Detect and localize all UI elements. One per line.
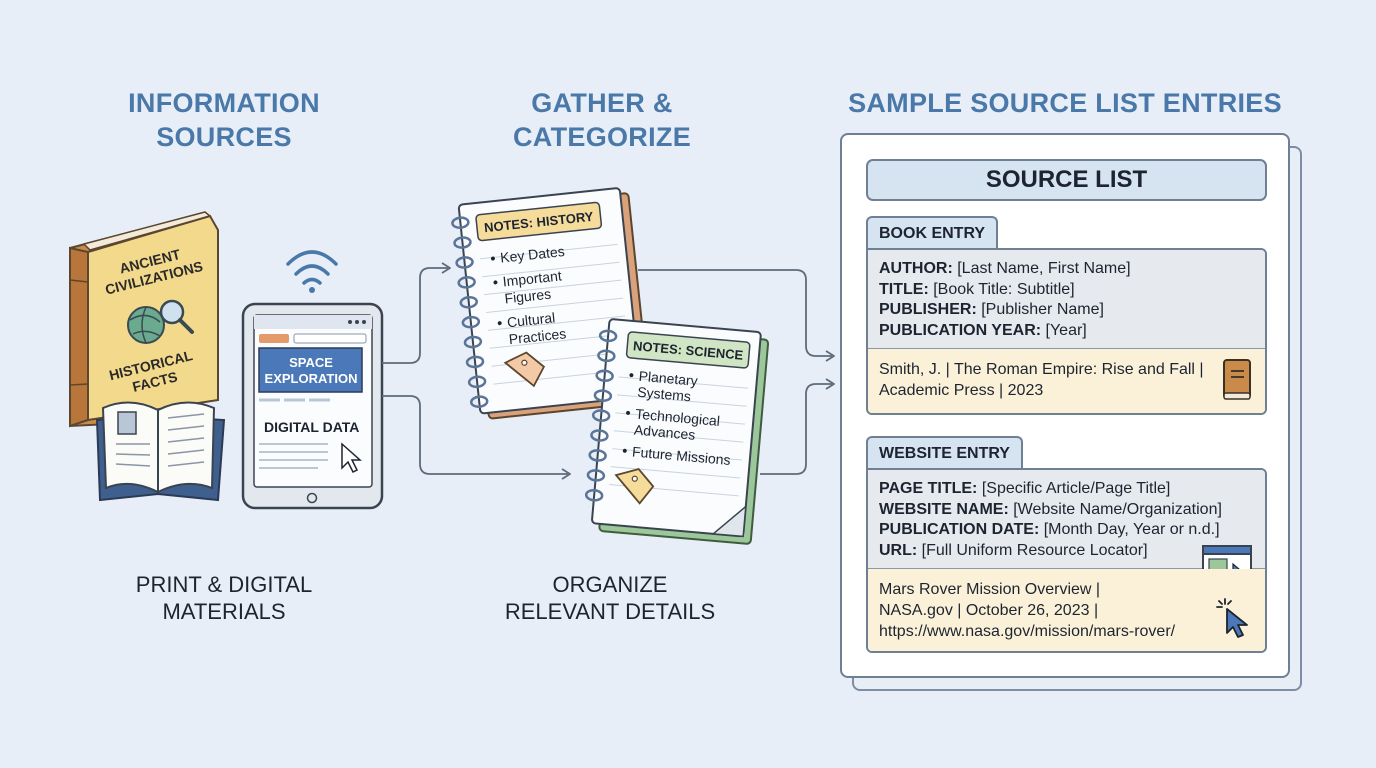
source-list-title: SOURCE LIST [866, 159, 1267, 201]
svg-text:•: • [625, 405, 632, 422]
field-value: [Specific Article/Page Title] [981, 480, 1171, 497]
caption-print-digital: PRINT & DIGITAL MATERIALS [94, 571, 354, 625]
heading-line: INFORMATION [128, 88, 320, 118]
website-field: PUBLICATION DATE: [Month Day, Year or n.… [879, 520, 1254, 541]
source-list-panel: SOURCE LIST BOOK ENTRY AUTHOR: [Last Nam… [840, 133, 1290, 678]
field-value: [Last Name, First Name] [957, 260, 1131, 277]
heading-line: GATHER & [531, 88, 673, 118]
cursor-icon [341, 442, 362, 474]
website-entry-fields: PAGE TITLE: [Specific Article/Page Title… [868, 470, 1265, 587]
notes-history: NOTES: HISTORY • Key Dates • Important F… [451, 187, 651, 420]
heading-gather-categorize: GATHER & CATEGORIZE [470, 86, 734, 154]
notes-science: NOTES: SCIENCE • Planetary Systems • Tec… [584, 318, 770, 545]
field-value: [Publisher Name] [981, 301, 1104, 318]
book-entry: AUTHOR: [Last Name, First Name] TITLE: [… [866, 248, 1267, 415]
notes-science-item: Systems [637, 384, 692, 405]
website-entry: PAGE TITLE: [Specific Article/Page Title… [866, 468, 1267, 653]
caption-line: RELEVANT DETAILS [504, 599, 716, 624]
field-label: TITLE: [879, 280, 929, 298]
notes-science-item: Technological [635, 406, 721, 429]
field-value: [Month Day, Year or n.d.] [1043, 521, 1220, 538]
example-line: Smith, J. | The Roman Empire: Rise and F… [879, 361, 1204, 378]
tablet-banner-line: EXPLORATION [265, 371, 358, 386]
website-field: PAGE TITLE: [Specific Article/Page Title… [879, 479, 1254, 500]
field-value: [Website Name/Organization] [1013, 500, 1222, 518]
svg-text:•: • [492, 274, 499, 291]
page-curl-icon [711, 504, 747, 538]
notes-science-item: Advances [633, 422, 696, 443]
book-field: PUBLICATION YEAR: [Year] [879, 321, 1254, 342]
website-field: URL: [Full Uniform Resource Locator] [879, 541, 1254, 562]
notes-history-item: Cultural [506, 309, 556, 330]
field-label: PUBLICATION DATE: [879, 521, 1040, 538]
svg-text:•: • [621, 443, 628, 460]
click-cursor-icon [1216, 598, 1248, 638]
notes-history-item: Key Dates [499, 243, 565, 266]
field-label: AUTHOR: [879, 260, 953, 277]
tablet-banner-line: SPACE [289, 355, 333, 370]
book-entry-example: Smith, J. | The Roman Empire: Rise and F… [868, 349, 1265, 413]
field-label: PAGE TITLE: [879, 480, 978, 497]
tag-icon [503, 351, 546, 388]
website-field: WEBSITE NAME: [Website Name/Organization… [879, 500, 1254, 521]
notes-history-item: Important [502, 267, 563, 289]
book-entry-tab: BOOK ENTRY [866, 216, 999, 250]
website-entry-example: Mars Rover Mission Overview | NASA.gov |… [868, 569, 1265, 651]
book-field: PUBLISHER: [Publisher Name] [879, 300, 1254, 321]
heading-line: CATEGORIZE [513, 122, 691, 152]
tag-icon [614, 468, 655, 505]
example-line: Academic Press | 2023 [879, 382, 1044, 399]
svg-text:•: • [496, 315, 503, 332]
field-value: [Full Uniform Resource Locator] [921, 541, 1148, 559]
magnifier-icon [159, 299, 185, 325]
book-field: TITLE: [Book Title: Subtitle] [879, 280, 1254, 301]
field-label: URL: [879, 541, 918, 559]
wifi-icon [286, 250, 338, 293]
field-label: PUBLICATION YEAR: [879, 321, 1042, 339]
svg-text:•: • [628, 367, 635, 384]
caption-organize: ORGANIZE RELEVANT DETAILS [470, 571, 750, 625]
arrow-to-history [382, 267, 448, 364]
notes-history-item: Figures [504, 286, 552, 307]
website-entry-tab: WEBSITE ENTRY [866, 436, 1023, 470]
globe-icon [127, 306, 165, 344]
caption-line: ORGANIZE [552, 572, 668, 597]
field-label: WEBSITE NAME: [879, 500, 1009, 518]
illustration-canvas: ANCIENT CIVILIZATIONS HISTORICAL FACTS [69, 187, 835, 545]
open-book-illustration [95, 401, 226, 502]
example-line: https://www.nasa.gov/mission/mars-rover/ [879, 623, 1176, 640]
tablet-illustration: SPACE EXPLORATION DIGITAL DATA [241, 302, 384, 510]
book-icon [1223, 359, 1251, 400]
arrow-to-science [382, 395, 568, 475]
arrow-science-to-list [760, 383, 832, 475]
tablet-label: DIGITAL DATA [264, 419, 359, 435]
caption-line: MATERIALS [162, 599, 286, 624]
flow-arrows [382, 262, 835, 480]
notes-history-item: Practices [508, 325, 567, 347]
example-line: NASA.gov | October 26, 2023 | [879, 602, 1099, 619]
book-entry-fields: AUTHOR: [Last Name, First Name] TITLE: [… [868, 250, 1265, 349]
field-value: [Book Title: Subtitle] [933, 280, 1075, 298]
example-line: Mars Rover Mission Overview | [879, 581, 1101, 598]
field-value: [Year] [1045, 321, 1087, 339]
heading-information-sources: INFORMATION SOURCES [94, 86, 354, 154]
book-field: AUTHOR: [Last Name, First Name] [879, 259, 1254, 280]
caption-line: PRINT & DIGITAL [135, 572, 313, 597]
heading-sample-entries: SAMPLE SOURCE LIST ENTRIES [830, 86, 1300, 120]
heading-line: SOURCES [156, 122, 292, 152]
field-label: PUBLISHER: [879, 301, 977, 318]
arrow-history-to-list [638, 269, 832, 357]
heading-line: SAMPLE SOURCE LIST ENTRIES [848, 88, 1282, 118]
book-illustration: ANCIENT CIVILIZATIONS HISTORICAL FACTS [69, 211, 219, 428]
svg-text:•: • [489, 250, 496, 267]
notes-science-item: Planetary [638, 368, 698, 389]
